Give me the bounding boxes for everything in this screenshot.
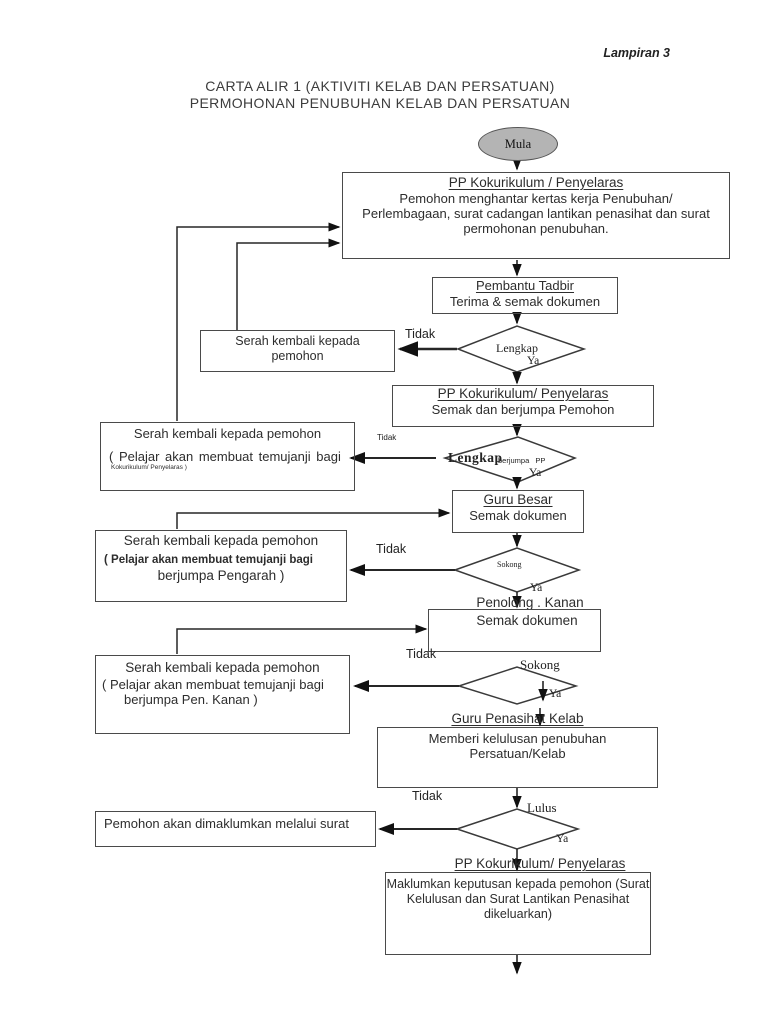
loop-return1-to-pp-submit	[236, 238, 341, 330]
return2-line2: ( Pelajar akan membuat temujanji bagi	[109, 449, 341, 464]
return-to-applicant-box-4: Serah kembali kepada pemohon ( Pelajar a…	[95, 655, 350, 734]
process-pp-submit-line1: Pemohon menghantar kertas kerja Penubuha…	[399, 191, 673, 206]
decision-sokong-2-label: Sokong	[520, 657, 560, 672]
process-pembantu-tadbir-box: Pembantu Tadbir Terima & semak dokumen	[432, 277, 618, 314]
return5-body: Pemohon akan dimaklumkan melalui surat	[104, 816, 349, 831]
document-title-line2: PERMOHONAN PENUBUHAN KELAB DAN PERSATUAN	[189, 95, 571, 111]
process-pp-semak-box: PP Kokurikulum/ Penyelaras Semak dan ber…	[392, 385, 654, 427]
process-penolong-kanan-box: Semak dokumen	[428, 609, 601, 652]
decision-lengkap-1-label: Lengkap	[496, 341, 538, 355]
decision-lulus-no-label: Tidak	[412, 789, 443, 803]
corner-label: Lampiran 3	[603, 46, 670, 60]
start-label: Mula	[504, 136, 532, 151]
decision-sokong-1-no-label: Tidak	[376, 542, 407, 556]
loop-return4-to-penolong	[176, 624, 428, 654]
loop-return3-to-gurubesar	[176, 508, 451, 529]
process-pp-keputusan-line2: Kelulusan dan Surat Lantikan Penasihat	[406, 892, 630, 906]
document-title: CARTA ALIR 1 (AKTIVITI KELAB DAN PERSATU…	[160, 78, 600, 112]
process-pp-keputusan-line3: dikeluarkan)	[483, 907, 553, 921]
return4-line2: ( Pelajar akan membuat temujanji bagi	[102, 677, 324, 692]
process-pembantu-tadbir-body: Terima & semak dokumen	[449, 294, 601, 309]
process-pp-submit-title: PP Kokurikulum / Penyelaras	[448, 175, 624, 190]
start-terminator: Mula	[478, 127, 558, 161]
process-guru-penasihat-title: Guru Penasihat Kelab	[451, 711, 584, 726]
process-pp-keputusan-box: Maklumkan keputusan kepada pemohon (Sura…	[385, 872, 651, 955]
process-guru-penasihat-box: Memberi kelulusan penubuhan Persatuan/Ke…	[377, 727, 658, 788]
decision-lengkap-1-no-label: Tidak	[405, 327, 436, 341]
process-guru-besar-body: Semak dokumen	[469, 508, 567, 523]
process-guru-penasihat-line2: Persatuan/Kelab	[469, 746, 566, 761]
process-guru-besar-title: Guru Besar	[483, 492, 553, 507]
return1-line1: Serah kembali kepada	[235, 334, 360, 348]
decision-sokong-2-yes-label: Ya	[549, 688, 562, 700]
return3-line2: ( Pelajar akan membuat temujanji bagi	[104, 554, 313, 566]
decision-sokong-1-shape	[452, 547, 582, 593]
process-pp-keputusan-title: PP Kokurikulum/ Penyelaras	[454, 856, 626, 871]
process-pp-submit-box: PP Kokurikulum / Penyelaras Pemohon meng…	[342, 172, 730, 259]
return4-line1: Serah kembali kepada pemohon	[125, 660, 320, 675]
decision-lulus-yes-label: Ya	[556, 833, 569, 845]
decision-sokong-1-label: Sokong	[497, 560, 522, 569]
return4-line3: berjumpa Pen. Kanan )	[124, 692, 258, 707]
return2-line3: Kokurikulum/ Penyelaras )	[111, 464, 187, 471]
decision-lengkap-2-shape	[442, 436, 578, 483]
process-guru-besar-box: Guru Besar Semak dokumen	[452, 490, 584, 533]
decision-lulus-label: Lulus	[527, 800, 557, 815]
process-pp-semak-body: Semak dan berjumpa Pemohon	[431, 402, 615, 417]
decision-lengkap-1-yes-label: Ya	[527, 355, 540, 367]
decision-lengkap-2-sublabel: berjumpa PP	[498, 456, 546, 465]
decision-sokong-2-no-label: Tidak	[406, 647, 437, 661]
return2-line1: Serah kembali kepada pemohon	[133, 426, 322, 441]
return-to-applicant-box-3: Serah kembali kepada pemohon ( Pelajar a…	[95, 530, 347, 602]
return1-line2: pemohon	[271, 349, 324, 363]
process-pp-semak-title: PP Kokurikulum/ Penyelaras	[437, 386, 609, 401]
decision-lengkap-2-no-label: Tidak	[377, 433, 397, 442]
process-pp-submit-line2: Perlembagaan, surat cadangan lantikan pe…	[362, 206, 710, 221]
return-to-applicant-box-1: Serah kembali kepada pemohon	[200, 330, 395, 372]
return-to-applicant-box-5: Pemohon akan dimaklumkan melalui surat	[95, 811, 376, 847]
process-penolong-kanan-body: Semak dokumen	[476, 613, 578, 628]
decision-lengkap-1-shape	[455, 325, 587, 373]
process-pembantu-tadbir-title: Pembantu Tadbir	[475, 278, 575, 293]
return3-line1: Serah kembali kepada pemohon	[123, 533, 319, 548]
process-guru-penasihat-line1: Memberi kelulusan penubuhan	[428, 731, 607, 746]
loop-return2-to-pp-submit	[176, 222, 341, 421]
decision-lengkap-2-label: Lengkap	[448, 450, 503, 465]
decision-lengkap-2-yes-label: Ya	[529, 467, 542, 479]
decision-sokong-1-yes-label: Ya	[530, 582, 543, 594]
return-to-applicant-box-2: Serah kembali kepada pemohon ( Pelajar a…	[100, 422, 355, 491]
process-penolong-kanan-title: Penolong . Kanan	[476, 595, 584, 610]
document-title-line1: CARTA ALIR 1 (AKTIVITI KELAB DAN PERSATU…	[205, 78, 555, 94]
decision-lulus-shape	[454, 808, 581, 850]
return3-line3: berjumpa Pengarah )	[157, 568, 285, 583]
process-pp-submit-line3: permohonan penubuhan.	[463, 221, 609, 236]
process-pp-keputusan-line1: Maklumkan keputusan kepada pemohon (Sura…	[386, 877, 650, 891]
